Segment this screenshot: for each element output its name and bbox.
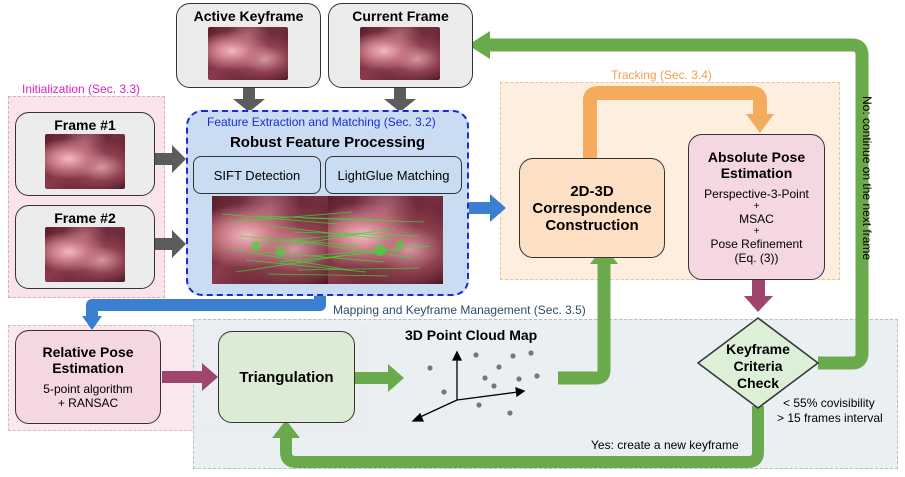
relative-pose-box: Relative Pose Estimation 5-point algorit… bbox=[15, 330, 161, 424]
gray-arrow-frame1 bbox=[155, 145, 186, 173]
absolute-pose-title2: Estimation bbox=[720, 165, 793, 181]
point-cloud-map-label: 3D Point Cloud Map bbox=[405, 327, 538, 343]
keyframe-check-line1: Keyframe bbox=[726, 341, 790, 357]
correspondence-line2: Correspondence bbox=[532, 199, 652, 217]
absolute-pose-plus1: + bbox=[753, 201, 760, 212]
frame-1-label: Frame #1 bbox=[54, 117, 116, 133]
blue-arrow-to-correspondence bbox=[462, 194, 506, 222]
point-cloud-points bbox=[427, 350, 540, 416]
correspondence-line1: 2D-3D bbox=[570, 182, 614, 200]
absolute-pose-box: Absolute Pose Estimation Perspective-3-P… bbox=[688, 134, 825, 280]
sift-detection-label: SIFT Detection bbox=[213, 167, 301, 183]
frame-1-box: Frame #1 bbox=[15, 112, 155, 196]
keyframe-check-text: Keyframe Criteria Check bbox=[698, 341, 818, 392]
robust-feature-title: Robust Feature Processing bbox=[229, 134, 426, 151]
feature-extraction-label: Feature Extraction and Matching (Sec. 3.… bbox=[207, 115, 436, 129]
green-arrow-triangulation-to-map bbox=[355, 364, 404, 392]
relative-pose-ransac: + RANSAC bbox=[57, 396, 119, 410]
green-arrow-yes-loop bbox=[272, 406, 764, 468]
keyframe-check-line3: Check bbox=[736, 375, 780, 391]
point-cloud-axes bbox=[411, 350, 526, 422]
criteria-frame-interval: > 15 frames interval bbox=[777, 411, 883, 425]
triangulation-box: Triangulation bbox=[218, 331, 355, 423]
active-keyframe-label: Active Keyframe bbox=[193, 8, 304, 24]
relative-pose-five-point: 5-point algorithm bbox=[43, 382, 133, 396]
orange-arrow-to-absolute-pose bbox=[583, 86, 774, 158]
frame-2-label: Frame #2 bbox=[54, 210, 116, 226]
triangulation-label: Triangulation bbox=[239, 368, 334, 386]
lightglue-matching-label: LightGlue Matching bbox=[337, 167, 450, 183]
active-keyframe-image bbox=[208, 27, 288, 80]
purple-arrow-relative-to-triangulation bbox=[162, 363, 218, 391]
absolute-pose-equation: (Eq. (3)) bbox=[734, 251, 779, 265]
gray-arrow-active bbox=[233, 88, 265, 112]
yes-edge-label: Yes: create a new keyframe bbox=[591, 438, 739, 452]
absolute-pose-title1: Absolute Pose bbox=[707, 149, 806, 165]
relative-pose-title2: Estimation bbox=[52, 360, 124, 376]
gray-arrow-current bbox=[384, 88, 416, 112]
relative-pose-title1: Relative Pose bbox=[42, 344, 134, 360]
tracking-label: Tracking (Sec. 3.4) bbox=[611, 68, 712, 82]
initialization-label: Initialization (Sec. 3.3) bbox=[22, 82, 141, 96]
frame-2-image bbox=[45, 227, 125, 282]
sift-detection-box: SIFT Detection bbox=[193, 156, 321, 194]
current-frame-image bbox=[360, 27, 440, 80]
absolute-pose-plus2: + bbox=[753, 226, 760, 237]
current-frame-label: Current Frame bbox=[352, 8, 449, 24]
keyframe-check-line2: Criteria bbox=[733, 358, 783, 374]
criteria-covisibility: < 55% covisibility bbox=[783, 396, 875, 410]
mapping-label: Mapping and Keyframe Management (Sec. 3.… bbox=[333, 303, 586, 317]
no-edge-label: No: continue on the next frame bbox=[860, 96, 874, 261]
green-arrow-no-loop bbox=[468, 31, 869, 370]
absolute-pose-msac: MSAC bbox=[739, 212, 774, 226]
gray-arrow-frame2 bbox=[155, 230, 186, 258]
frame-1-image bbox=[45, 134, 125, 189]
feature-match-image-left bbox=[212, 196, 328, 284]
lightglue-matching-box: LightGlue Matching bbox=[325, 156, 462, 194]
keyframe-criteria-diamond bbox=[696, 317, 820, 409]
purple-arrow-abs-to-check bbox=[744, 280, 773, 312]
correspondence-construction-box: 2D-3D Correspondence Construction bbox=[519, 158, 665, 258]
correspondence-line3: Construction bbox=[545, 216, 639, 234]
absolute-pose-p3p: Perspective-3-Point bbox=[704, 187, 809, 201]
blue-arrow-to-relative-pose bbox=[82, 292, 326, 330]
absolute-pose-refinement: Pose Refinement bbox=[710, 237, 803, 251]
